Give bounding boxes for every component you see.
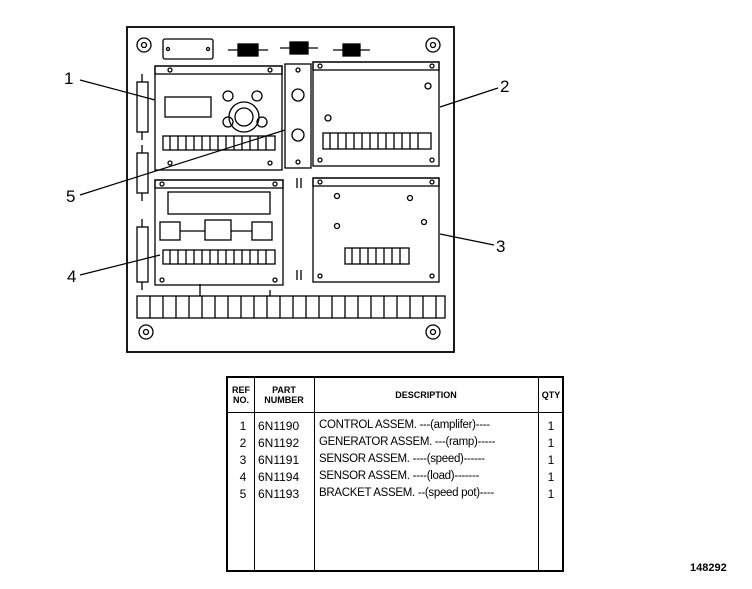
leader-lines [79,79,499,276]
nameplate [162,38,214,60]
left-resistors [136,74,149,290]
speed-sensor-assembly [312,177,440,283]
load-sensor-assembly [154,179,284,286]
generator-assembly [312,61,440,167]
callout-1: 1 [64,69,73,88]
callout-5: 5 [66,187,75,206]
speed-pot-bracket [284,63,312,169]
bottom-terminal-strip [136,284,446,319]
figure-number: 148292 [690,562,727,574]
header-qty: QTY [541,390,561,400]
callout-4: 4 [67,267,76,286]
callout-2: 2 [500,77,509,96]
control-assembly [154,65,283,171]
corner-mounting-holes [136,37,441,340]
top-resistors [228,41,370,57]
mounting-panel [126,26,455,353]
center-connector [296,178,302,280]
header-description: DESCRIPTION [395,390,457,400]
callout-3: 3 [496,237,505,256]
